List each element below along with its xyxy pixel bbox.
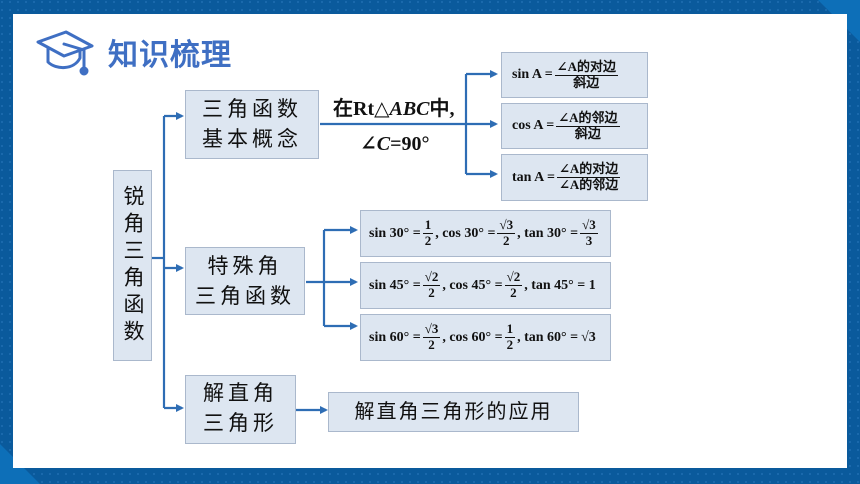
- cos-definition: cos A = ∠A的邻边斜边: [501, 103, 648, 149]
- concept-node: 三角函数 基本概念: [185, 90, 319, 159]
- special-angle-node: 特殊角 三角函数: [185, 247, 305, 315]
- sin-definition: sin A = ∠A的对边斜边: [501, 52, 648, 98]
- concept-condition-line1: 在Rt△ABC中,: [333, 98, 455, 120]
- special-label-line1: 特殊角: [207, 254, 283, 278]
- tan-definition: tan A = ∠A的对边∠A的邻边: [501, 154, 648, 201]
- graduation-cap-icon: [36, 30, 94, 76]
- solve-triangle-node: 解直角 三角形: [185, 375, 296, 444]
- application-node: 解直角三角形的应用: [328, 392, 579, 432]
- solve-label-line2: 三角形: [203, 411, 278, 435]
- special-label-line2: 三角函数: [195, 284, 295, 308]
- solve-label-line1: 解直角: [203, 381, 278, 405]
- root-node: 锐角三角函数: [113, 170, 152, 361]
- concept-label-line2: 基本概念: [202, 127, 302, 151]
- page-title: 知识梳理: [108, 38, 232, 73]
- concept-label-line1: 三角函数: [202, 97, 302, 121]
- concept-condition-line2: ∠C=90°: [360, 133, 430, 155]
